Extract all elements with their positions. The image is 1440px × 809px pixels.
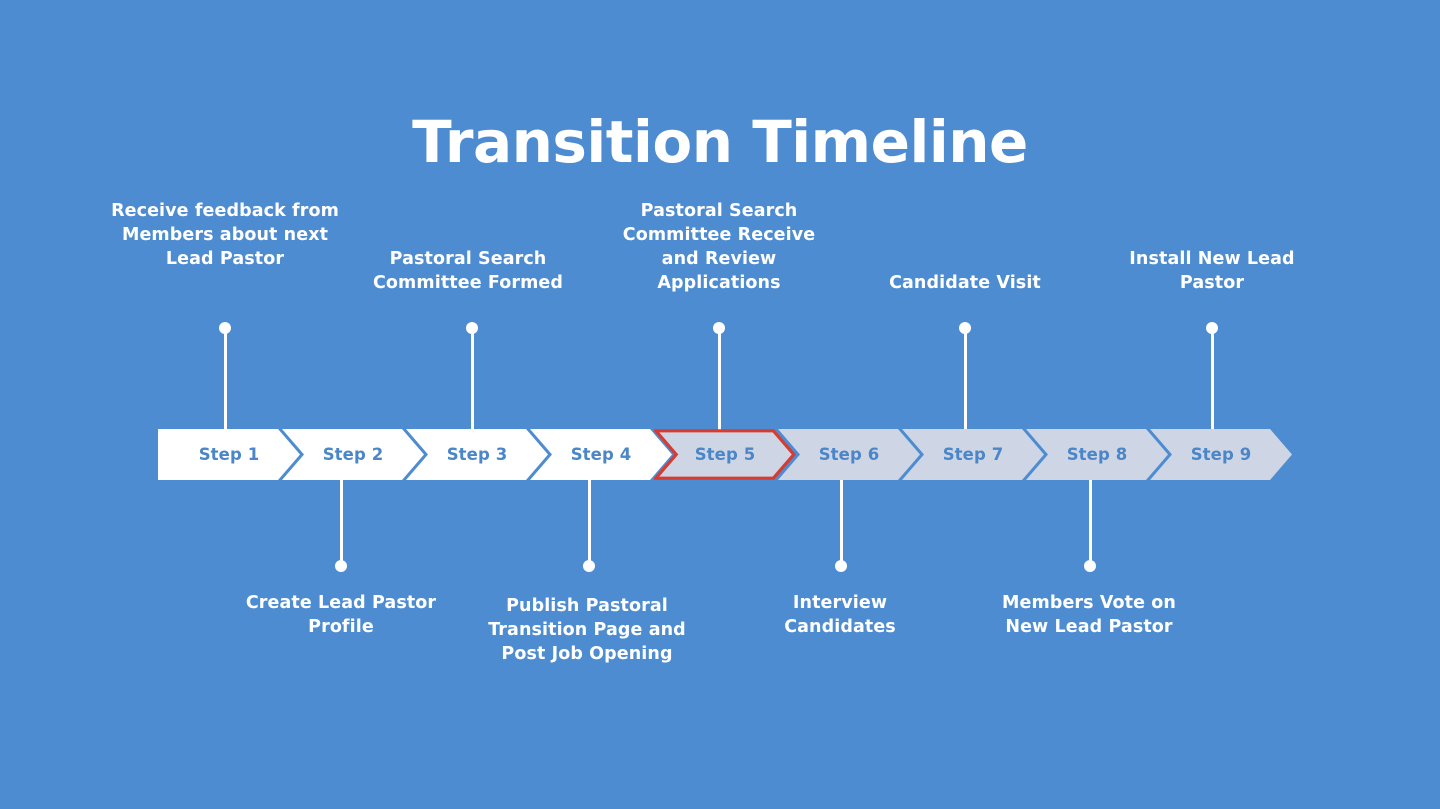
connector-step-7 <box>959 322 971 430</box>
connector-stem <box>470 328 474 430</box>
chevron-shape <box>282 429 424 480</box>
chevron-shape <box>406 429 548 480</box>
caption-step-2: Create Lead Pastor Profile <box>245 593 437 637</box>
chevron-shape <box>530 429 672 480</box>
caption-step-4: Publish Pastoral Transition Page and Pos… <box>488 596 686 664</box>
page-title: Transition Timeline <box>412 107 1028 176</box>
chevron-shape <box>902 429 1044 480</box>
connector-step-1 <box>219 322 231 430</box>
timeline-step-4[interactable]: Step 4 <box>530 429 672 480</box>
connector-stem <box>587 480 591 566</box>
connector-step-2 <box>335 480 347 572</box>
connector-stem <box>717 328 721 430</box>
connector-dot <box>835 560 847 572</box>
connector-step-6 <box>835 480 847 572</box>
timeline-step-2[interactable]: Step 2 <box>282 429 424 480</box>
connector-step-3 <box>466 322 478 430</box>
timeline-step-8[interactable]: Step 8 <box>1026 429 1168 480</box>
caption-step-1: Receive feedback from Members about next… <box>111 201 339 269</box>
connector-step-5 <box>713 322 725 430</box>
connector-stem <box>1088 480 1092 566</box>
connector-stem <box>339 480 343 566</box>
timeline-step-9[interactable]: Step 9 <box>1150 429 1292 480</box>
timeline-step-7[interactable]: Step 7 <box>902 429 1044 480</box>
chevron-shape <box>778 429 920 480</box>
chevron-shape <box>1150 429 1292 480</box>
chevron-shape-highlighted <box>654 429 796 480</box>
connector-stem <box>839 480 843 566</box>
chevron-shape <box>158 429 300 480</box>
timeline-step-3[interactable]: Step 3 <box>406 429 548 480</box>
connector-step-9 <box>1206 322 1218 430</box>
caption-step-6: Interview Candidates <box>784 593 896 637</box>
caption-step-8: Members Vote on New Lead Pastor <box>1002 593 1176 637</box>
caption-step-9: Install New Lead Pastor <box>1129 249 1295 293</box>
connector-stem <box>1210 328 1214 430</box>
timeline-step-bar: Step 1 Step 2 Step 3 <box>158 429 1292 480</box>
connector-dot <box>335 560 347 572</box>
connector-dot <box>583 560 595 572</box>
connector-step-4 <box>583 480 595 572</box>
caption-step-3: Pastoral Search Committee Formed <box>372 249 564 293</box>
chevron-shape <box>1026 429 1168 480</box>
connector-stem <box>223 328 227 430</box>
connector-stem <box>963 328 967 430</box>
timeline-step-5[interactable]: Step 5 <box>654 429 796 480</box>
caption-step-5: Pastoral Search Committee Receive and Re… <box>622 201 816 293</box>
timeline-step-6[interactable]: Step 6 <box>778 429 920 480</box>
timeline-step-1[interactable]: Step 1 <box>158 429 300 480</box>
caption-step-7: Candidate Visit <box>889 273 1041 293</box>
connector-dot <box>1084 560 1096 572</box>
connector-step-8 <box>1084 480 1096 572</box>
